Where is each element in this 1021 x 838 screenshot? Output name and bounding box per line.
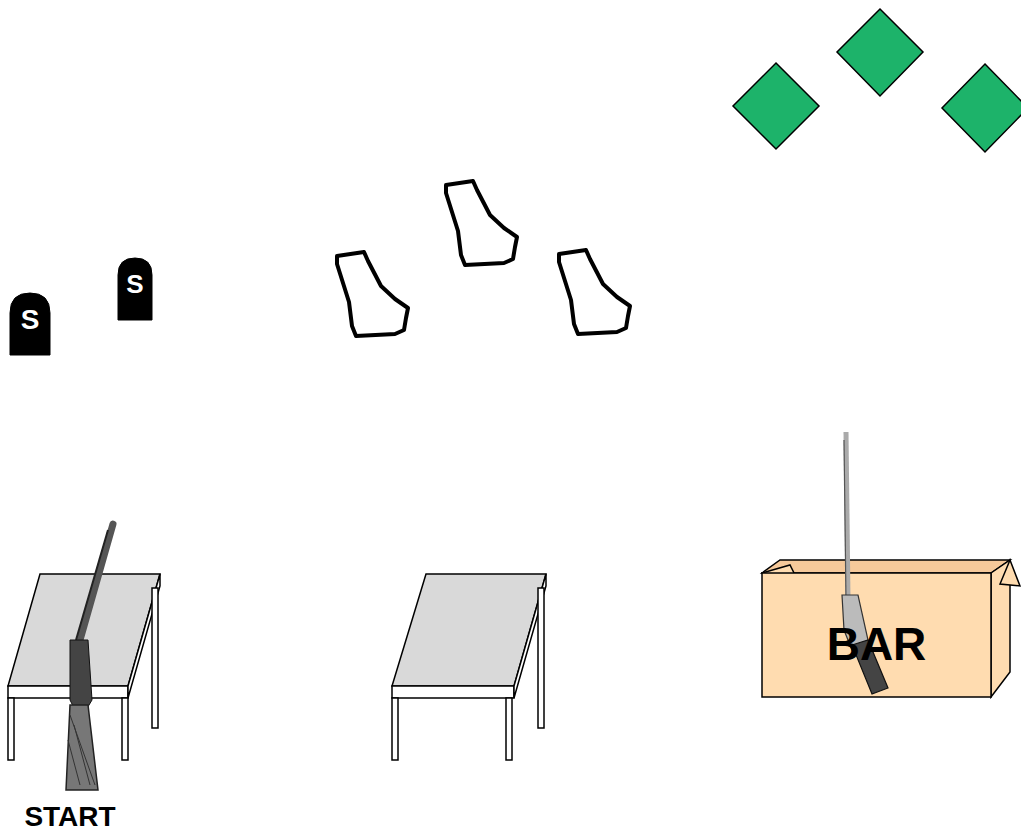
middle-table — [392, 574, 546, 760]
box-front — [762, 573, 991, 697]
outline-targets — [337, 181, 630, 336]
green-diamond-targets — [733, 9, 1021, 152]
node-outline — [0, 560, 170, 838]
box-opening — [762, 560, 1010, 573]
target-letter: S — [118, 270, 152, 298]
diamond-target — [733, 63, 819, 149]
shotgun-grain — [68, 715, 95, 785]
table-leg — [152, 588, 158, 728]
box-label: BAR — [762, 620, 991, 668]
table-top — [8, 574, 160, 686]
outline-target — [446, 181, 517, 265]
steel-target: S — [118, 258, 152, 320]
table-edge — [392, 686, 514, 698]
tombstone-target — [118, 258, 152, 320]
table-leg — [392, 698, 398, 760]
target-letter: S — [10, 305, 50, 335]
table-edge — [8, 686, 128, 698]
bar-box — [762, 560, 1020, 697]
shotgun-stock — [66, 705, 98, 790]
prop-box: BAR — [760, 550, 1021, 700]
table-leg — [8, 698, 14, 760]
diamond-target — [837, 9, 923, 96]
outline-target — [559, 250, 630, 334]
table-leg — [506, 698, 512, 760]
box-flap — [1000, 560, 1020, 586]
outline-target — [337, 252, 408, 336]
diamond-target — [942, 64, 1021, 152]
start-table-node: START — [0, 560, 170, 838]
table-leg — [538, 588, 544, 728]
start-table — [8, 574, 160, 760]
tombstone-target — [10, 293, 50, 355]
start-label: START — [0, 802, 140, 832]
table-leg — [122, 698, 128, 760]
steel-target: S — [10, 293, 50, 355]
